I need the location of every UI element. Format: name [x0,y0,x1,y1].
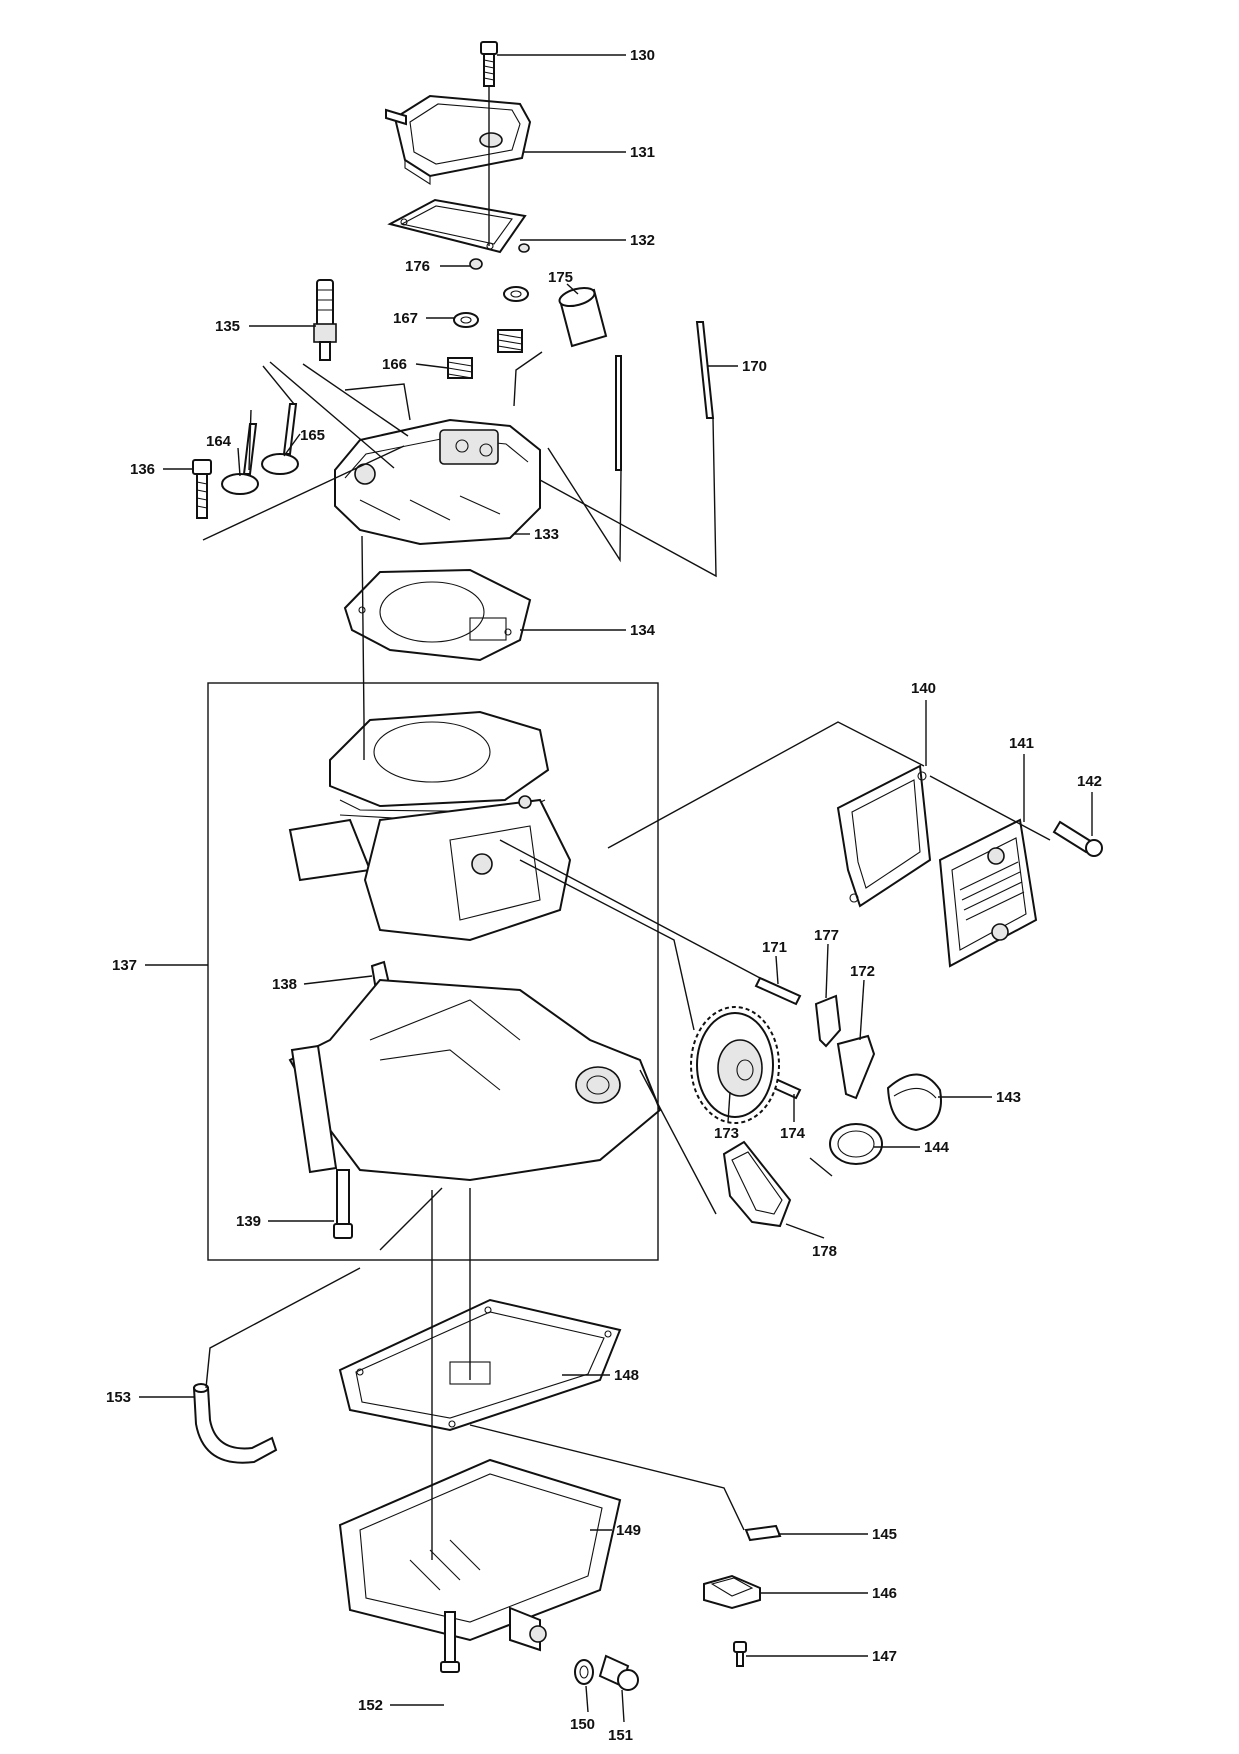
push-rods-170 [615,321,715,471]
callout-131: 131 [630,144,655,161]
callout-150: 150 [570,1716,595,1733]
group-frame-137 [207,682,659,1261]
callout-133: 133 [534,526,559,543]
bolt-130 [480,41,498,87]
cam-gear-173 [690,1006,780,1124]
callout-174: 174 [780,1125,806,1142]
oil-pan-149 [338,1458,622,1652]
callout-167: 167 [393,310,418,327]
callout-144: 144 [924,1139,950,1156]
callout-178: 178 [812,1243,837,1260]
callout-166: 166 [382,356,407,373]
callout-130: 130 [630,47,655,64]
callout-135: 135 [215,318,240,335]
callout-146: 146 [872,1585,897,1602]
callout-165: 165 [300,427,325,444]
sensor-146 [703,1574,761,1610]
gasket-140 [836,764,932,908]
cover-178 [722,1140,792,1228]
callout-142: 142 [1077,773,1102,790]
governor-weight-172 [836,1034,876,1100]
callout-136: 136 [130,461,155,478]
governor-arm-177 [814,994,842,1048]
callout-176: 176 [405,258,430,275]
cap-143 [886,1073,942,1132]
callout-145: 145 [872,1526,897,1543]
bolt-136 [192,459,212,519]
callout-141: 141 [1009,735,1034,752]
bolt-139 [333,1169,353,1239]
callout-134: 134 [630,622,656,639]
gasket-132 [387,198,527,254]
cover-plate-141 [938,818,1038,968]
callout-171: 171 [762,939,787,956]
callout-149: 149 [616,1522,641,1539]
callout-147: 147 [872,1648,897,1665]
head-gasket-134 [343,568,532,662]
callout-175: 175 [548,269,573,286]
callout-172: 172 [850,963,875,980]
callout-173: 173 [714,1125,739,1142]
exhaust-valve-165 [261,403,299,475]
pin-171 [754,976,802,1006]
callout-152: 152 [358,1697,383,1714]
valve-spring-166 [447,329,523,379]
clip-145 [744,1524,782,1542]
callout-177: 177 [814,927,839,944]
bolt-142 [1052,820,1103,857]
hose-153 [192,1383,278,1464]
callout-143: 143 [996,1089,1021,1106]
callout-138: 138 [272,976,297,993]
callout-170: 170 [742,358,767,375]
crankcase [288,978,662,1182]
screw-147 [733,1641,747,1667]
callout-132: 132 [630,232,655,249]
callout-140: 140 [911,680,936,697]
callout-139: 139 [236,1213,261,1230]
seal-ring-144 [829,1123,883,1165]
washer-150 [574,1659,594,1685]
spark-plug-135 [313,279,337,361]
drain-plug-151 [598,1654,639,1691]
oil-pan-gasket-148 [338,1298,622,1432]
leader-lines [139,54,1093,1723]
callout-labels: 130 131 132 176 167 175 135 166 170 164 … [106,47,1102,1744]
bolt-152 [440,1611,460,1673]
callout-137: 137 [112,957,137,974]
callout-164: 164 [206,433,232,450]
assembly-lines [202,86,1051,1560]
callout-148: 148 [614,1367,639,1384]
callout-153: 153 [106,1389,131,1406]
valve-cover-131 [385,94,532,186]
valve-retainers [453,243,530,328]
cylinder-head-133 [334,418,541,546]
tube-175 [558,286,608,348]
cylinder-block [288,710,572,942]
callout-151: 151 [608,1727,633,1744]
